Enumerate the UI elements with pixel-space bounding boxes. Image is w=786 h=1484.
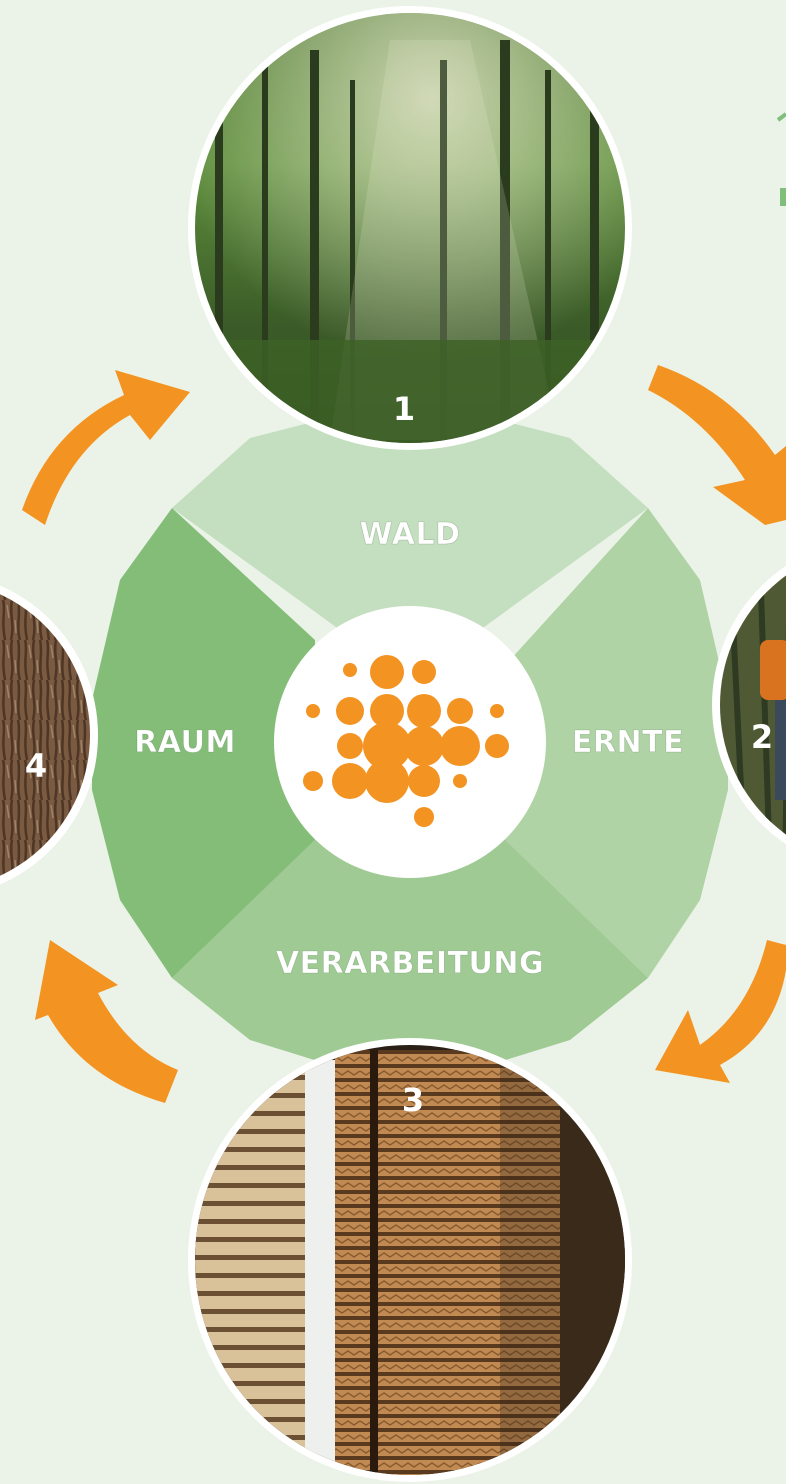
segment-label-ernte: ERNTE [572,725,684,760]
dot-cluster-logo-icon [303,655,509,827]
step-number-4: 4 [25,747,47,785]
photo-forest: 1 [188,6,632,450]
segment-wald [172,415,648,630]
segment-verarbeitung [172,840,648,1068]
segment-label-wald: WALD [360,517,461,552]
curved-arrow-icon [22,370,190,525]
center-logo [274,606,546,878]
photo-harvest: 2 [712,545,786,865]
partial-text-fragment [776,112,786,206]
segment-ernte [500,508,728,978]
step-number-3: 3 [402,1081,424,1119]
photo-bark: 4 [0,580,98,890]
curved-arrow-icon [655,940,786,1083]
curved-arrow-icon [35,940,178,1103]
segment-label-raum: RAUM [134,725,236,760]
step-number-2: 2 [751,718,773,756]
step-number-1: 1 [393,390,415,428]
curved-arrow-icon [648,365,786,525]
photo-lumber: 3 [188,1038,632,1482]
segment-label-verarbeitung: VERARBEITUNG [276,946,544,981]
segment-raum [92,508,315,978]
